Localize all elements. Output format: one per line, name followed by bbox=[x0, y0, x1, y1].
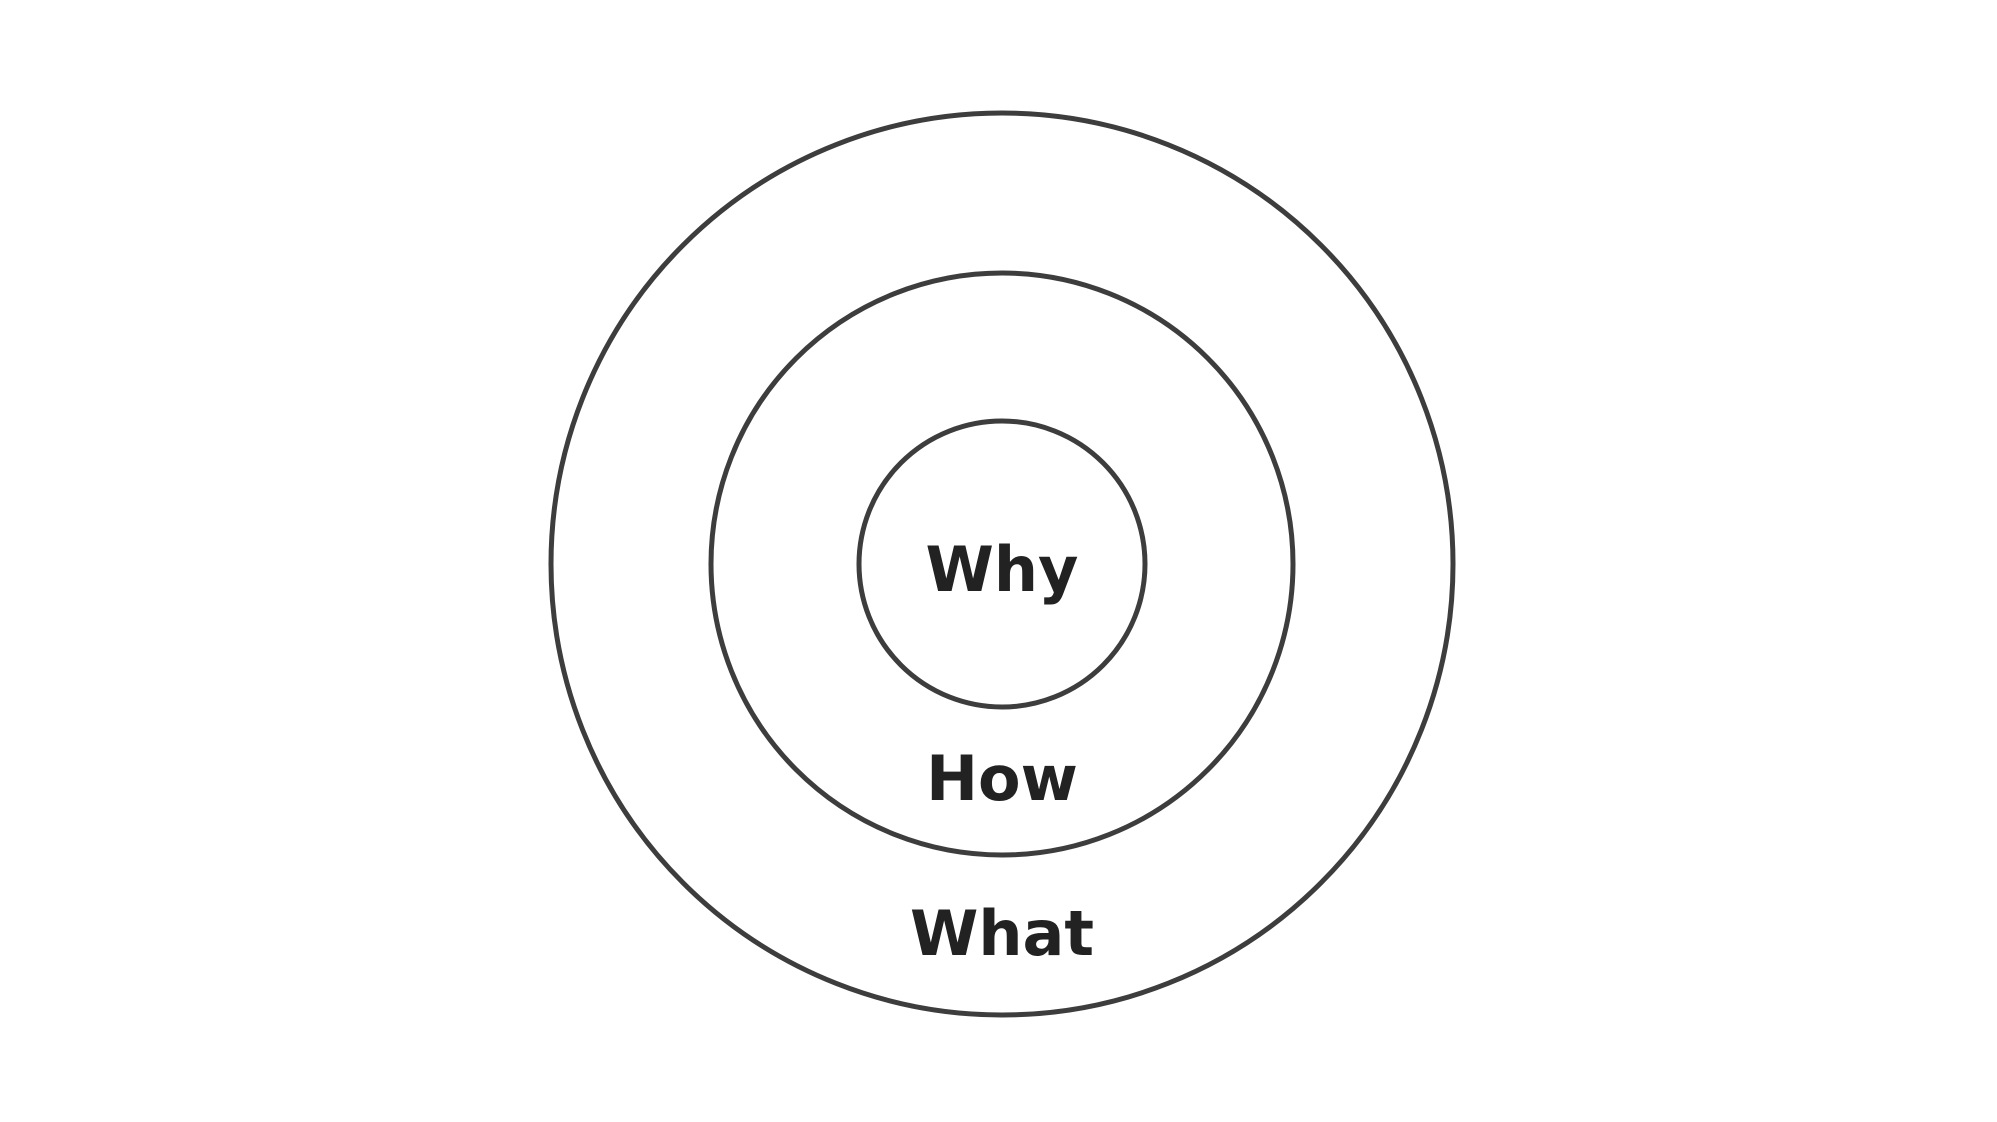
inner-ring bbox=[856, 418, 1148, 710]
middle-ring bbox=[708, 270, 1296, 858]
label-what: What bbox=[910, 897, 1094, 970]
label-how: How bbox=[926, 742, 1078, 815]
outer-ring bbox=[548, 110, 1456, 1018]
label-why: Why bbox=[926, 533, 1079, 606]
